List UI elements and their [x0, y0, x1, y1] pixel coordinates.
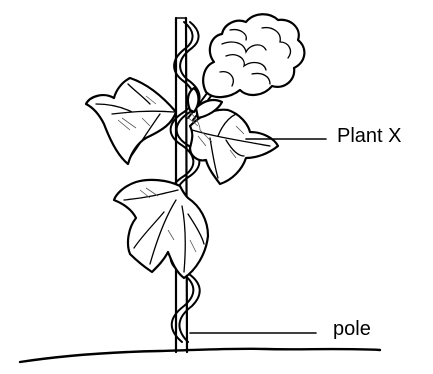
leaf-upper-left: [86, 78, 176, 164]
flower: [203, 14, 304, 97]
pole-label: pole: [333, 319, 371, 339]
leaf-lower: [114, 180, 208, 278]
leaf-right: [186, 110, 278, 184]
plant-x-label: Plant X: [337, 126, 401, 146]
ground-line: [20, 349, 380, 362]
